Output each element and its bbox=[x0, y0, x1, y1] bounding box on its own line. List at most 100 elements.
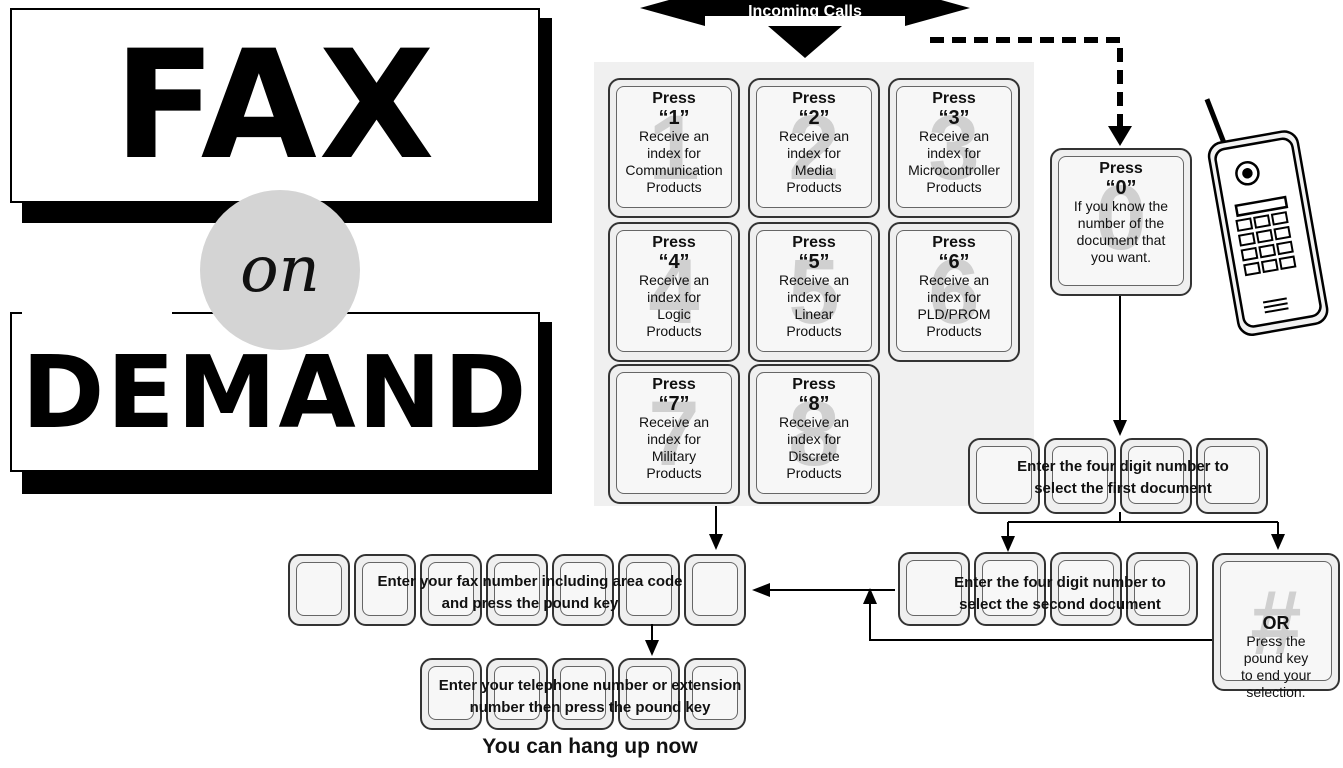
fax-number-key[interactable] bbox=[618, 554, 680, 626]
menu-key-desc: Products bbox=[786, 323, 842, 339]
first-document-key[interactable] bbox=[1196, 438, 1268, 514]
menu-key-desc: Communication bbox=[625, 162, 723, 178]
fax-number-key[interactable] bbox=[354, 554, 416, 626]
second-document-line-1: Enter the four digit number to bbox=[954, 574, 1166, 591]
fax-number-label: Enter your fax number including area cod… bbox=[300, 571, 760, 615]
first-document-key[interactable] bbox=[1044, 438, 1116, 514]
key-zero-desc-3: document that bbox=[1076, 232, 1166, 248]
menu-key-desc: Logic bbox=[657, 306, 691, 322]
menu-key-digit: “2” bbox=[798, 107, 830, 129]
menu-key-desc: index for bbox=[787, 289, 841, 305]
second-document-line-2: select the second document bbox=[959, 596, 1161, 613]
menu-key-desc: Receive an bbox=[778, 414, 850, 430]
fax-number-line-2: and press the pound key bbox=[441, 595, 619, 612]
menu-key-desc: Products bbox=[646, 179, 702, 195]
menu-key-desc: index for bbox=[647, 289, 701, 305]
key-zero-desc-4: you want. bbox=[1091, 249, 1151, 265]
telephone-number-line-2: number then press the pound key bbox=[469, 699, 711, 716]
telephone-number-key[interactable] bbox=[684, 658, 746, 730]
first-document-key[interactable] bbox=[1120, 438, 1192, 514]
menu-key-desc: index for bbox=[927, 289, 981, 305]
title-panel-fax: FAX bbox=[10, 8, 540, 203]
menu-key-digit: “4” bbox=[658, 251, 690, 273]
menu-key-bg-digit: 4 bbox=[648, 241, 700, 343]
title-demand: DEMAND bbox=[21, 333, 529, 451]
menu-key-press: Press bbox=[932, 234, 976, 251]
fax-number-key[interactable] bbox=[420, 554, 482, 626]
menu-key-bg-digit: 1 bbox=[648, 97, 700, 199]
menu-key-desc: Receive an bbox=[918, 272, 990, 288]
incoming-calls-arrow bbox=[640, 0, 970, 26]
telephone-number-key[interactable] bbox=[618, 658, 680, 730]
telephone-number-key[interactable] bbox=[552, 658, 614, 730]
menu-key-desc: Receive an bbox=[778, 272, 850, 288]
menu-key-desc: Receive an bbox=[638, 414, 710, 430]
incoming-calls-label: Incoming Calls bbox=[748, 3, 862, 20]
menu-key-press: Press bbox=[792, 376, 836, 393]
menu-key-desc: Media bbox=[794, 162, 834, 178]
menu-key-desc: Products bbox=[786, 179, 842, 195]
menu-key-desc: Products bbox=[926, 323, 982, 339]
menu-key-digit: “7” bbox=[658, 393, 690, 415]
key-zero[interactable]: 0 Press “0” If you know the number of th… bbox=[1050, 148, 1192, 296]
menu-key-desc: Receive an bbox=[918, 128, 990, 144]
menu-key-digit: “3” bbox=[938, 107, 970, 129]
menu-key-desc: PLD/PROM bbox=[917, 306, 991, 322]
menu-key-desc: Products bbox=[786, 465, 842, 481]
key-or-desc-3: to end your bbox=[1240, 667, 1312, 683]
menu-key-press: Press bbox=[932, 90, 976, 107]
menu-key-desc: index for bbox=[787, 145, 841, 161]
telephone-number-line-1: Enter your telephone number or extension bbox=[438, 677, 742, 694]
fax-number-key[interactable] bbox=[684, 554, 746, 626]
fax-number-key[interactable] bbox=[486, 554, 548, 626]
menu-key-desc: index for bbox=[927, 145, 981, 161]
key-zero-desc-2: number of the bbox=[1077, 215, 1165, 231]
fax-number-line-1: Enter your fax number including area cod… bbox=[377, 573, 683, 590]
menu-key-desc: Products bbox=[646, 465, 702, 481]
menu-key-press: Press bbox=[792, 234, 836, 251]
menu-key-desc: Linear bbox=[794, 306, 834, 322]
menu-key-desc: Products bbox=[646, 323, 702, 339]
phone-illustration bbox=[1204, 98, 1329, 336]
key-or-desc-2: pound key bbox=[1243, 650, 1309, 666]
menu-key-desc: Products bbox=[926, 179, 982, 195]
menu-key-desc: Receive an bbox=[638, 128, 710, 144]
telephone-number-key[interactable] bbox=[486, 658, 548, 730]
key-zero-bg-digit: 0 bbox=[1095, 167, 1147, 269]
menu-key-bg-digit: 7 bbox=[648, 383, 700, 485]
title-on: on bbox=[240, 233, 320, 307]
first-document-key[interactable] bbox=[968, 438, 1040, 514]
menu-key-press: Press bbox=[652, 376, 696, 393]
fax-number-key[interactable] bbox=[552, 554, 614, 626]
incoming-down-arrow bbox=[768, 26, 842, 58]
menu-key-desc: index for bbox=[787, 431, 841, 447]
title-on-circle: on bbox=[200, 190, 360, 350]
menu-key-bg-digit: 5 bbox=[788, 241, 840, 343]
menu-key-digit: “8” bbox=[798, 393, 830, 415]
menu-key-press: Press bbox=[652, 234, 696, 251]
fax-number-key[interactable] bbox=[288, 554, 350, 626]
dashed-route-head bbox=[1108, 126, 1132, 146]
key-or[interactable]: # OR Press the pound key to end your sel… bbox=[1212, 553, 1340, 700]
menu-key-desc: Microcontroller bbox=[908, 162, 1000, 178]
menu-key-bg-digit: 2 bbox=[788, 97, 840, 199]
telephone-number-key[interactable] bbox=[420, 658, 482, 730]
key-or-bg-digit: # bbox=[1250, 572, 1302, 674]
zero-to-first-head bbox=[1113, 420, 1127, 436]
menu-key-desc: Discrete bbox=[788, 448, 840, 464]
menu-key-desc: Military bbox=[651, 448, 697, 464]
telephone-number-label: Enter your telephone number or extension… bbox=[380, 675, 800, 719]
menu-key-desc: index for bbox=[647, 145, 701, 161]
key-zero-desc-1: If you know the bbox=[1073, 198, 1169, 214]
first-document-line-2: select the first document bbox=[1034, 480, 1212, 497]
footer-hang-up: You can hang up now bbox=[482, 735, 698, 758]
first-document-line-1: Enter the four digit number to bbox=[1017, 458, 1229, 475]
